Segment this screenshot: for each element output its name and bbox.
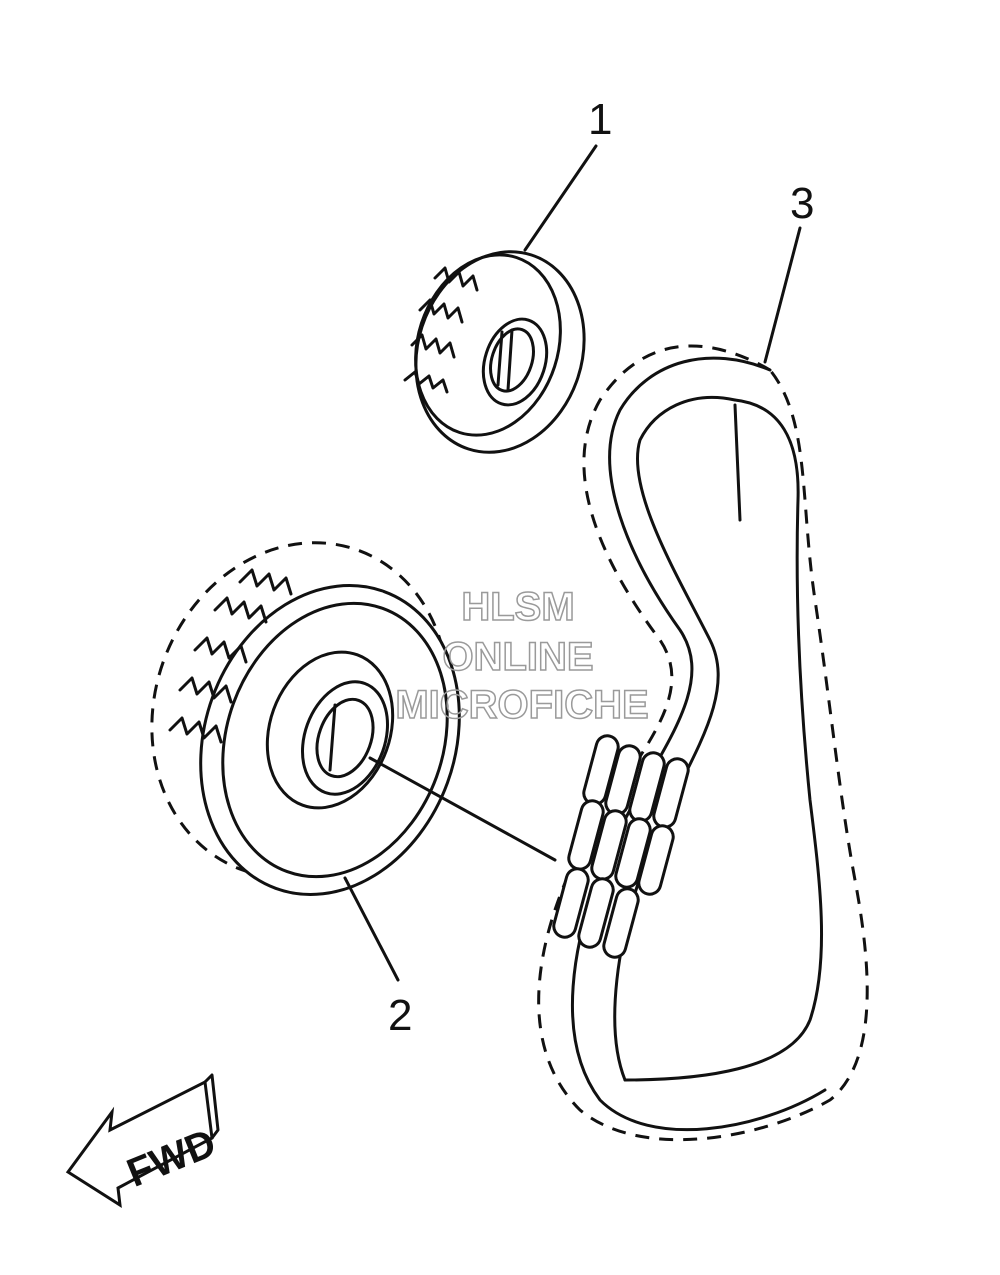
leader-line-2 (343, 876, 400, 982)
leader-line-1 (523, 144, 598, 252)
callout-2: 2 (388, 991, 412, 1040)
svg-text:MICROFICHE: MICROFICHE (395, 683, 648, 727)
watermark: HLSM ONLINE MICROFICHE (395, 584, 650, 728)
small-sprocket (403, 250, 586, 454)
svg-text:ONLINE: ONLINE (442, 635, 593, 679)
leader-line-3 (763, 226, 802, 364)
callout-3: 3 (790, 179, 814, 228)
large-sprocket (150, 541, 461, 897)
callout-1: 1 (588, 95, 612, 144)
svg-text:HLSM: HLSM (461, 585, 574, 629)
hub-leader-line (368, 756, 557, 862)
chain-loop (537, 344, 869, 1142)
forward-arrow-icon: FWD (65, 1073, 222, 1208)
